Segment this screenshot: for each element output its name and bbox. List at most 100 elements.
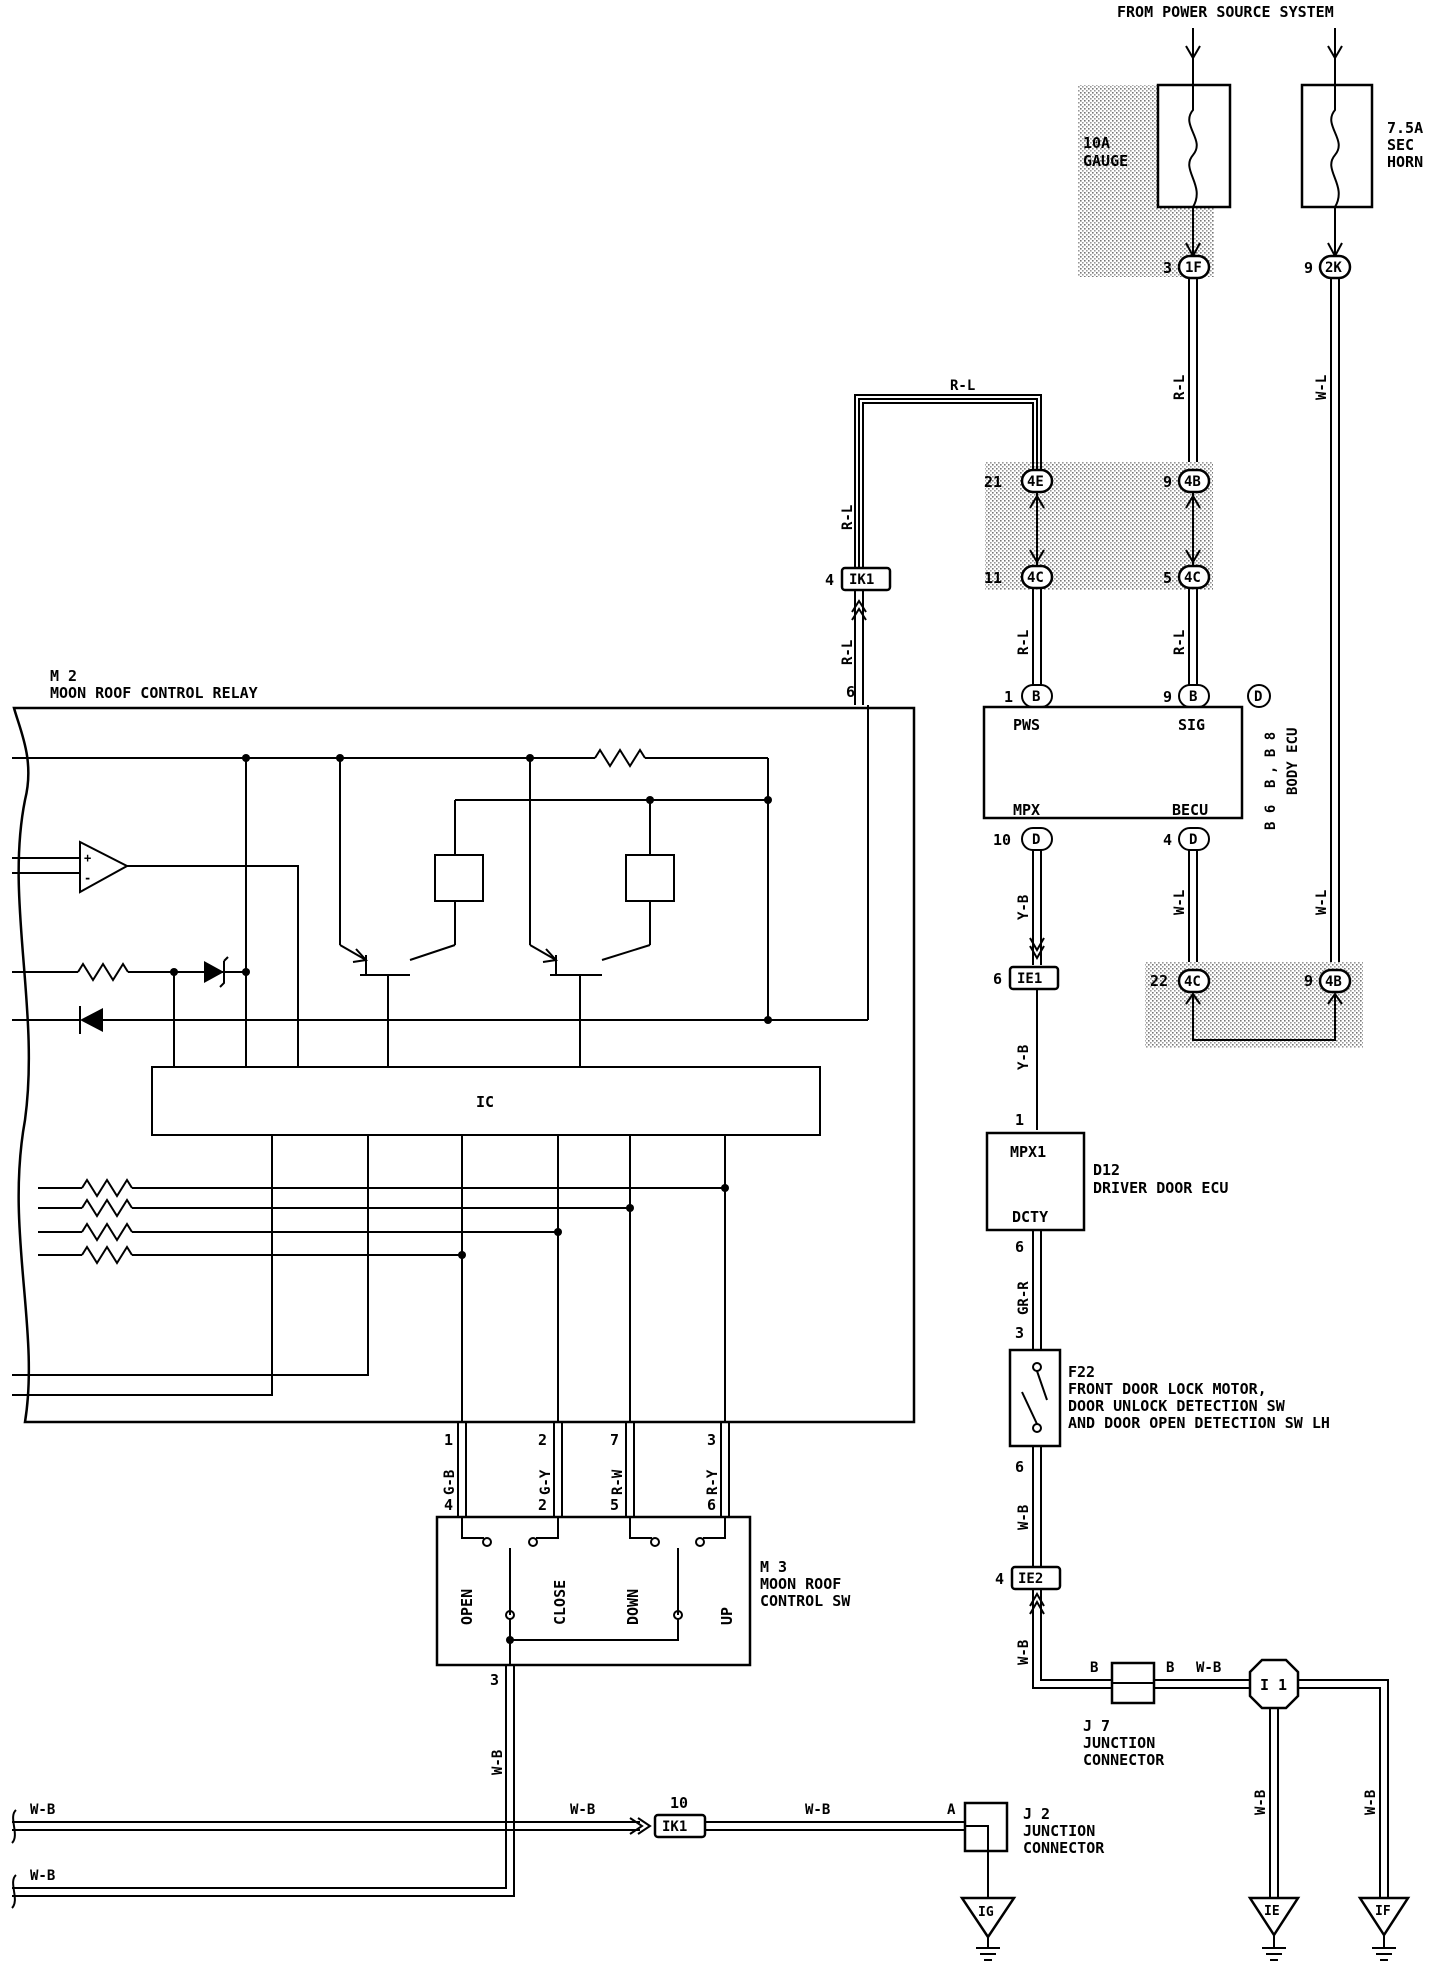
m2-relay-box: [12, 706, 916, 1424]
driver-door-ecu-pin-top: 1: [1015, 1111, 1024, 1129]
j7-id: J 7: [1083, 1717, 1110, 1735]
body-ecu-conn-d4: D: [1189, 832, 1197, 848]
connector-4c-right: 5 4C: [1163, 564, 1211, 590]
connector-2k-pin: 9: [1304, 259, 1313, 277]
f22-pin-top: 3: [1015, 1324, 1024, 1342]
ground-if-label: IF: [1375, 1904, 1391, 1919]
wire-wb-label-2: W-B: [1016, 1640, 1032, 1665]
connector-ik1-top-id: IK1: [849, 572, 874, 588]
m3-open: OPEN: [458, 1589, 476, 1625]
wire-rw-label: R-W: [610, 1469, 626, 1495]
body-ecu-name: BODY ECU: [1285, 728, 1301, 795]
f22-id: F22: [1068, 1363, 1095, 1381]
m3-pin4: 4: [444, 1496, 453, 1514]
m2-pin6: 6: [846, 683, 855, 701]
f22-line3: AND DOOR OPEN DETECTION SW LH: [1068, 1414, 1330, 1432]
wire-wb-label-9: W-B: [570, 1802, 595, 1818]
ground-ig: IG: [959, 1896, 1017, 1961]
m2-pin7: 7: [610, 1431, 619, 1449]
ground-ig-label: IG: [978, 1905, 994, 1920]
connector-1f: 3 1F: [1163, 254, 1211, 280]
connector-4b-top: 9 4B: [1163, 468, 1211, 494]
connector-4c-right-id: 4C: [1184, 570, 1201, 586]
ground-if: IF: [1357, 1896, 1411, 1961]
wire-rl-label-5: R-L: [1172, 630, 1188, 655]
connector-1f-id: 1F: [1185, 260, 1202, 276]
connector-2k: 9 2K: [1304, 254, 1352, 280]
wire-rl-label-2: R-L: [840, 505, 856, 530]
ground-ie: IE: [1247, 1896, 1301, 1961]
fuse-sec-horn: 7.5A SEC HORN: [1300, 83, 1423, 209]
bottom-link-4c-4b: [1185, 992, 1343, 1041]
connector-4c-right-pin: 5: [1163, 569, 1172, 587]
wire-grr: GR-R: [1016, 1230, 1042, 1350]
j2-pin-a: A: [947, 1802, 956, 1818]
connector-4b-bottom-pin: 9: [1304, 972, 1313, 990]
body-ecu-sig: SIG: [1178, 716, 1205, 734]
wire-wl-d4-4c: W-L: [1172, 850, 1198, 970]
body-ecu-becu: BECU: [1172, 801, 1208, 819]
body-ecu-pin9: 9: [1163, 688, 1172, 706]
m2-internal-circuit: + - IC: [12, 705, 869, 1422]
ground-ie-label: IE: [1264, 1904, 1280, 1919]
wire-wb-m3-ground: W-B W-B: [11, 1665, 515, 1909]
wire-j7-i1: B W-B: [1154, 1660, 1250, 1689]
m3-close: CLOSE: [551, 1580, 569, 1625]
m3-name2: CONTROL SW: [760, 1592, 851, 1610]
fuse-gauge: 10A GAUGE: [1083, 83, 1232, 209]
f22-line1: FRONT DOOR LOCK MOTOR,: [1068, 1380, 1267, 1398]
connector-4c-bottom-pin: 22: [1150, 972, 1168, 990]
i1-ground-point: I 1: [1248, 1658, 1300, 1710]
wire-wl-2k-4b: W-L W-L: [1314, 278, 1340, 970]
i1-label: I 1: [1260, 1676, 1287, 1694]
wire-wl-label-1: W-L: [1314, 375, 1330, 400]
body-ecu-pin4: 4: [1163, 831, 1172, 849]
wire-wb-label-7: W-B: [30, 1868, 55, 1884]
wire-rl-label-4: R-L: [1016, 630, 1032, 655]
m3-down: DOWN: [624, 1589, 642, 1625]
connector-4b-bottom: 9 4B: [1304, 968, 1352, 994]
body-ecu: 1 B 9 B D PWS SIG MPX BECU 10 D 4 D B 6 …: [982, 684, 1301, 851]
wire-wb-left-ik1: W-B W-B: [11, 1802, 652, 1844]
wire-wb-f22-ie2: W-B: [1016, 1446, 1042, 1567]
connector-ik1-top: 4 IK1: [825, 566, 892, 621]
wire-wb-label-5: W-B: [1363, 1790, 1379, 1815]
m3-pin3: 3: [490, 1671, 499, 1689]
body-ecu-conn-b1: B: [1032, 689, 1040, 705]
wire-gb-label: G-B: [442, 1470, 458, 1495]
wire-b-label-2: B: [1166, 1660, 1174, 1676]
body-ecu-side-1: B 6: [1263, 805, 1279, 830]
wire-wb-label-10: W-B: [805, 1802, 830, 1818]
f22-pin-bottom: 6: [1015, 1458, 1024, 1476]
connector-ie2-id: IE2: [1018, 1571, 1043, 1587]
fuse-sec-horn-name1: SEC: [1387, 136, 1414, 154]
mating-arrows: [1029, 492, 1201, 565]
wire-wb-ie2-j7: W-B B: [1016, 1589, 1112, 1689]
connector-ie2: 4 IE2: [995, 1565, 1062, 1615]
m2-id: M 2: [50, 667, 77, 685]
wire-wb-label-3: W-B: [1196, 1660, 1221, 1676]
f22-line2: DOOR UNLOCK DETECTION SW: [1068, 1397, 1286, 1415]
comparator-plus: +: [84, 851, 91, 865]
fuse-sec-horn-name2: HORN: [1387, 153, 1423, 171]
driver-door-ecu-pin-bottom: 6: [1015, 1238, 1024, 1256]
connector-ik1-top-pin: 4: [825, 571, 834, 589]
comparator-minus: -: [84, 871, 91, 885]
connector-4c-left-pin: 11: [984, 569, 1002, 587]
j2-id: J 2: [1023, 1805, 1050, 1823]
connector-4c-left-id: 4C: [1027, 570, 1044, 586]
wire-yb-label-2: Y-B: [1016, 1045, 1032, 1070]
wire-ry-label: R-Y: [705, 1469, 721, 1495]
j2-name2: CONNECTOR: [1023, 1839, 1105, 1857]
body-ecu-pws: PWS: [1013, 716, 1040, 734]
connector-ik1-bottom-id: IK1: [662, 1819, 687, 1835]
wire-ik1-j2: W-B A: [705, 1802, 965, 1831]
m2-ic-label: IC: [476, 1093, 494, 1111]
m3-name1: MOON ROOF: [760, 1575, 841, 1593]
f22-door-lock-motor: 3 F22 FRONT DOOR LOCK MOTOR, DOOR UNLOCK…: [1008, 1324, 1330, 1476]
connector-1f-pin: 3: [1163, 259, 1172, 277]
m3-pin5: 5: [610, 1496, 619, 1514]
wire-yb-label-1: Y-B: [1016, 895, 1032, 920]
connector-ie1-pin: 6: [993, 970, 1002, 988]
m3-id: M 3: [760, 1558, 787, 1576]
